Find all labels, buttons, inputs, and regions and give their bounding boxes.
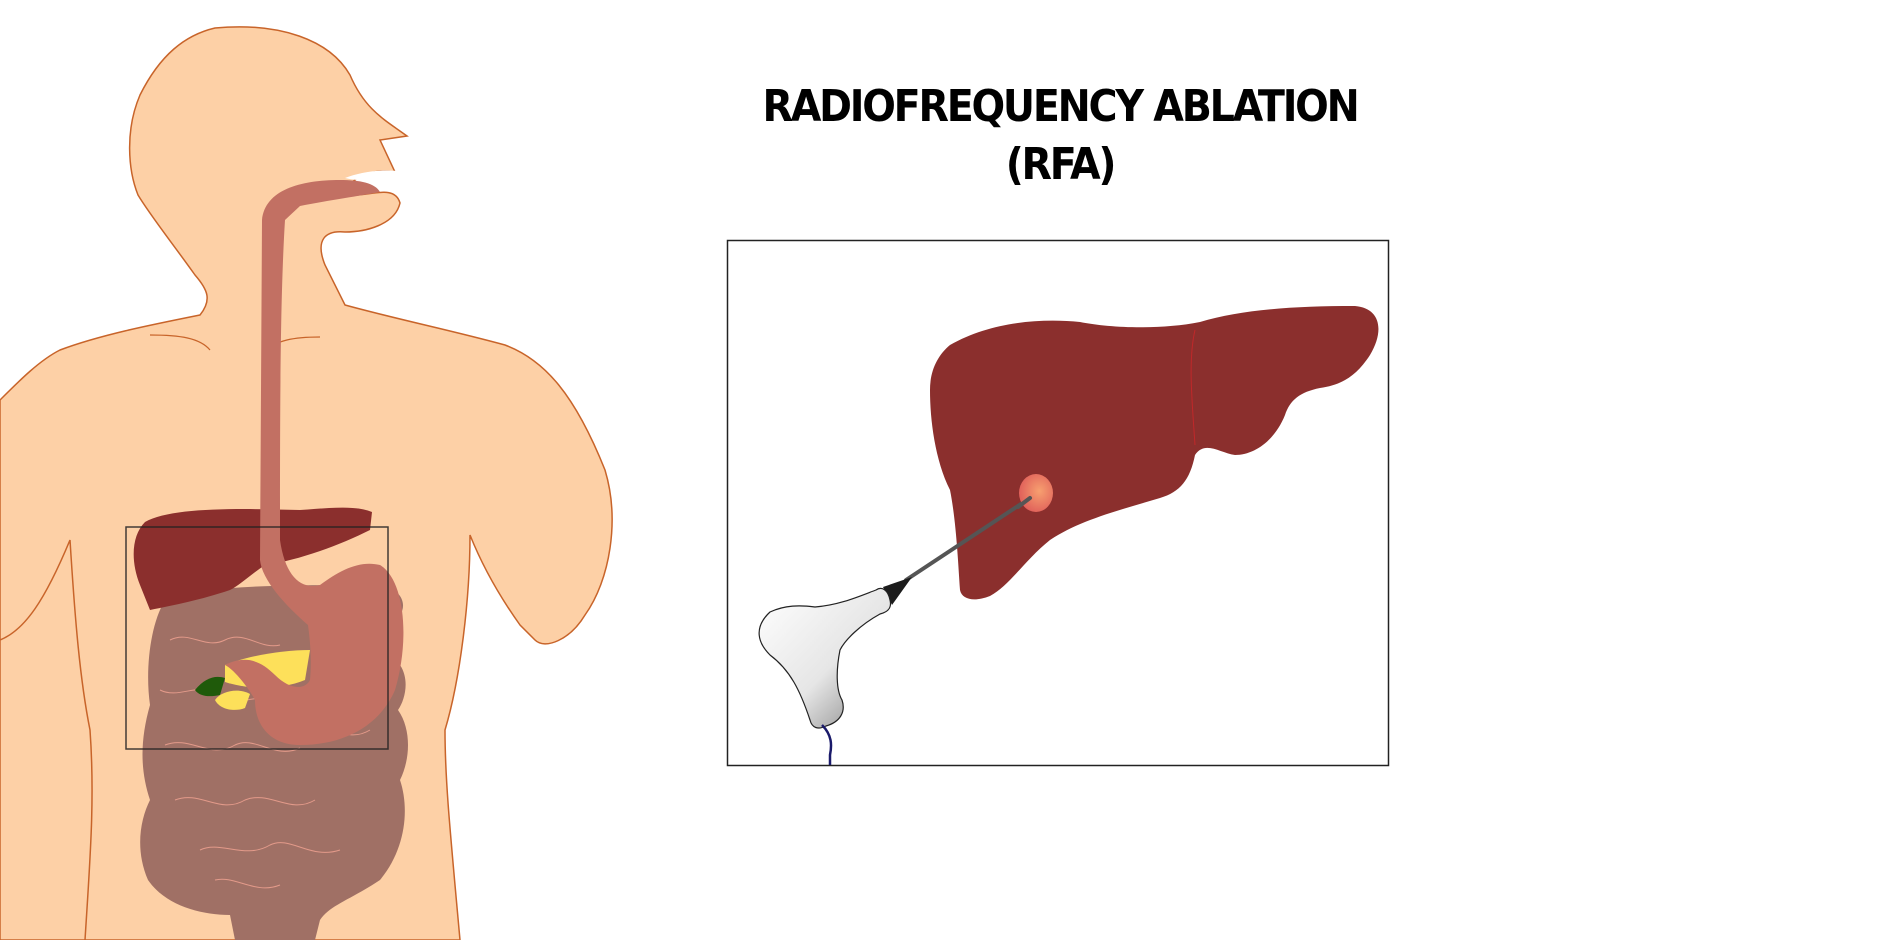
human-body-figure — [0, 26, 613, 940]
probe-cable — [821, 724, 833, 765]
esophagus-stomach — [225, 180, 404, 745]
tumor — [1019, 474, 1053, 512]
probe-tip — [883, 577, 912, 605]
diagram-title: RADIOFREQUENCY ABLATION (RFA) — [736, 78, 1384, 194]
liver-small — [133, 507, 372, 610]
rfa-detail-panel — [726, 239, 1390, 767]
ablation-needle — [904, 496, 1032, 582]
mouth — [345, 170, 402, 181]
liver-region-highlight-box — [125, 526, 389, 750]
liver-ligament — [1190, 329, 1196, 446]
collarbone-left — [149, 334, 211, 351]
title-line-2: (RFA) — [1005, 139, 1117, 190]
ablation-needle-tip — [1016, 496, 1032, 509]
gallbladder — [195, 676, 225, 697]
title-line-1: RADIOFREQUENCY ABLATION — [762, 81, 1360, 132]
probe-handle — [758, 587, 892, 729]
liver-large — [930, 306, 1379, 600]
duodenum-yellow — [215, 690, 250, 710]
